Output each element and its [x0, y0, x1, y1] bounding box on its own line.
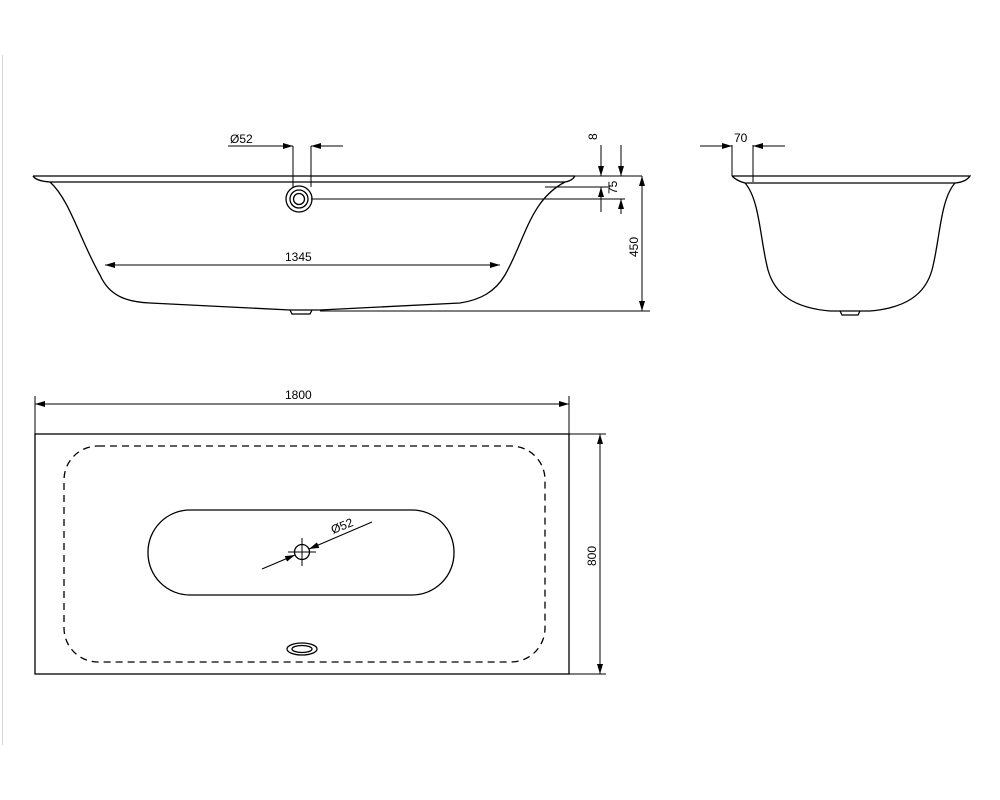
plan-bottom-area — [147, 509, 455, 596]
dim-overflow-diameter: Ø52 — [228, 132, 343, 187]
overflow-inner-ring — [292, 192, 306, 206]
total-width-label: 800 — [585, 546, 599, 566]
dim-total-width: 800 — [569, 433, 606, 675]
plan-outer-rim — [34, 433, 570, 675]
plan-overflow-outer — [286, 642, 318, 656]
end-drain-foot — [839, 310, 861, 316]
end-tub-body — [744, 182, 956, 312]
page-edge-line — [2, 55, 3, 745]
plan-view: Ø52 1800 800 — [34, 388, 606, 675]
end-rim — [731, 175, 972, 184]
total-length-label: 1800 — [285, 388, 312, 402]
dim-rim-thickness: 8 — [586, 133, 604, 212]
dim-total-length: 1800 — [34, 388, 570, 434]
overflow-height-label: 75 — [606, 180, 620, 194]
side-rim — [32, 175, 576, 183]
rim-thickness-label: 8 — [586, 133, 600, 140]
plan-overflow-inner — [291, 644, 313, 654]
side-drain-foot — [289, 309, 313, 315]
dim-drain-diameter: Ø52 — [261, 515, 373, 570]
dim-overflow-height: 75 — [606, 145, 624, 214]
overflow-diameter-label: Ø52 — [230, 132, 253, 146]
dim-rim-width: 70 — [700, 131, 785, 182]
overflow-mid-ring — [289, 189, 309, 209]
side-view: Ø52 1345 8 75 450 — [32, 132, 650, 315]
end-view: 70 — [700, 131, 972, 316]
rim-width-label: 70 — [734, 131, 748, 145]
dim-inner-bottom-length: 1345 — [105, 250, 500, 268]
inner-bottom-length-label: 1345 — [285, 250, 312, 264]
drain-diameter-label: Ø52 — [329, 515, 356, 537]
plan-inner-basin-dashed — [63, 445, 546, 663]
total-height-label: 450 — [627, 237, 641, 257]
dim-total-height: 450 — [627, 176, 645, 311]
